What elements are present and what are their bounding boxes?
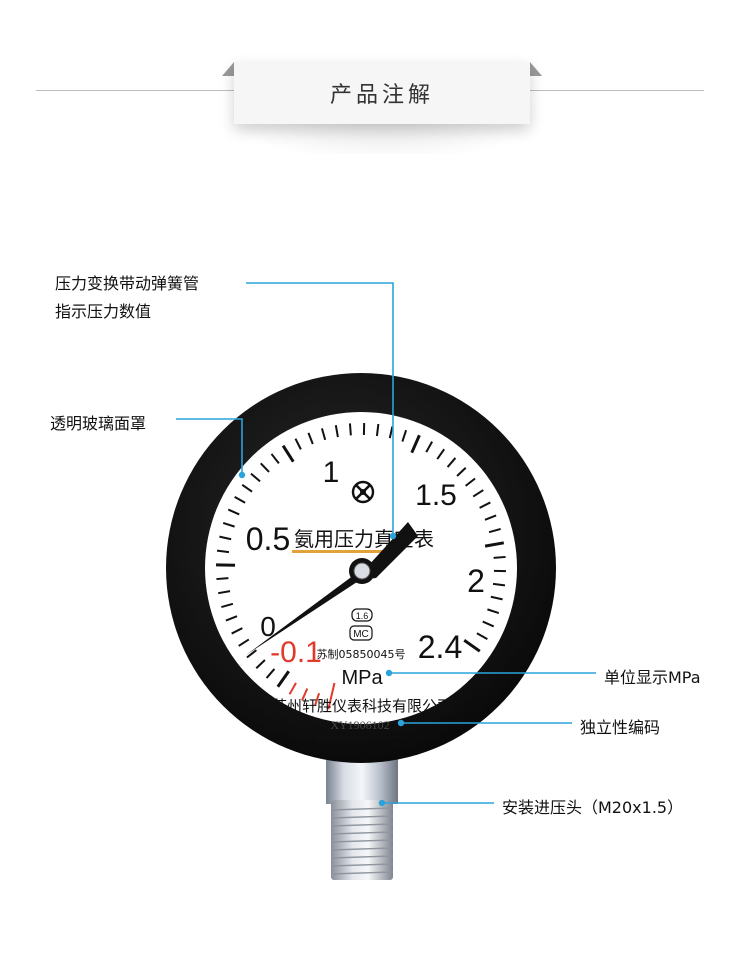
gauge-tick [401,429,408,442]
gauge-tick [436,448,445,460]
gauge-tick [375,423,380,437]
gauge-tick [260,462,270,473]
gauge-tick [231,627,243,635]
gauge-tick [484,514,497,521]
gauge-tick [484,541,505,548]
gauge-tick [482,620,495,628]
gauge-tick [250,472,261,483]
vacuum-ticks [288,682,336,710]
callout-connector: 安装进压头（M20x1.5） [502,798,684,817]
vacuum-tick [288,682,297,695]
gauge-tick [222,521,235,528]
gauge-tick [456,467,467,477]
gauge-tick [227,508,240,516]
gauge-needle [246,522,418,655]
manufacturer-name: 苏州轩胜仪表科技有限公司 [272,697,452,715]
gauge-tick [219,535,232,541]
callout-glass-cover: 透明玻璃面罩 [50,414,147,433]
scale-label-2-4: 2.4 [418,629,462,665]
gauge-tick [493,555,506,559]
scale-label-vacuum: -0.1 [270,636,322,669]
header-tab-fold-right [530,62,542,76]
gauge-tick [446,457,457,468]
gauge-tick [488,527,501,534]
callout-unit-display: 单位显示MPa [604,668,701,687]
gauge-tick [465,477,476,487]
brand-logo-icon [351,480,375,504]
vacuum-tick [301,688,309,701]
accuracy-class-badge [351,608,373,622]
gauge-tick [307,432,314,445]
gauge-tick [276,670,290,688]
gauge-tick [487,608,500,615]
gauge-tick [281,444,295,463]
gauge-tick [334,425,339,438]
gauge-tick [270,453,280,464]
gauge-tick [246,649,257,659]
gauge-tick [216,549,230,554]
gauge-tick [218,590,231,595]
gauge-tick [221,602,234,609]
gauge-tick [388,426,394,439]
gauge-tick [238,638,250,647]
callout-spring-tube-line1: 压力变换带动弹簧管 [55,274,200,293]
unit-label: MPa [341,667,383,689]
gauge-tick [472,489,484,498]
accuracy-class: 1.6 [356,611,369,621]
callout-lines [176,282,596,804]
gauge-tick [294,438,302,450]
scale-label-1: 1 [323,456,340,489]
scale-label-1-5: 1.5 [415,479,457,512]
header-tab-fold-left [222,62,234,76]
scale-label-0-5: 0.5 [246,521,290,557]
callout-dots [238,471,405,807]
gauge-tick [241,484,253,493]
cert-mark: MC [353,629,369,640]
gauge-tick [348,423,352,436]
gauge-tick [479,501,491,509]
gauge-title-underline [292,550,392,553]
gauge-tick [410,434,421,454]
connector-threads [330,807,394,875]
header-tab: 产品注解 [234,62,530,124]
vacuum-tick [327,682,336,710]
gauge-tick [492,582,506,587]
vacuum-tick [314,692,321,706]
callout-serial-code: 独立性编码 [580,718,661,737]
gauge-tick [463,639,481,653]
gauge-tick [476,632,488,640]
gauge-tick [320,428,327,441]
gauge-ticks [216,423,506,688]
gauge-tick [490,595,503,601]
gauge-tick [265,668,276,679]
gauge-tick [425,441,433,453]
license-number: 苏制05850045号 [317,648,406,661]
gauge-tick [216,577,229,581]
header-title: 产品注解 [329,83,434,108]
scale-label-0: 0 [260,611,276,642]
scale-label-2: 2 [467,563,485,599]
cert-mark-badge [349,625,373,641]
callout-spring-tube-line2: 指示压力数值 [55,302,152,321]
gauge-tick [225,615,238,622]
serial-number: XY1906102 [330,718,389,732]
gauge-tick [255,659,266,669]
gauge-tick [234,496,246,504]
connector-stem [326,748,398,880]
